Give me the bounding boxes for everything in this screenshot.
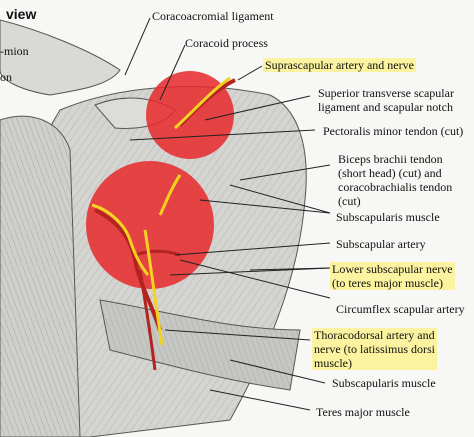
label-biceps-line1: Biceps brachii tendon <box>338 152 443 166</box>
label-suprascapular-artery-nerve: Suprascapular artery and nerve <box>263 58 416 72</box>
label-biceps-line3: coracobrachialis tendon <box>338 180 453 194</box>
label-thoracodorsal: Thoracodorsal artery and nerve (to latis… <box>312 328 437 370</box>
arm-muscle-fibers <box>0 116 80 437</box>
label-subscapular-artery: Subscapular artery <box>336 237 426 251</box>
acromion <box>0 19 121 96</box>
label-circumflex-scapular-artery: Circumflex scapular artery <box>336 302 465 316</box>
partial-label-tendon: on <box>0 70 12 84</box>
thoracodorsal-nerve-line <box>143 229 164 346</box>
thoracodorsal-artery-vessel <box>138 269 157 371</box>
label-biceps-line4: (cut) <box>338 194 361 208</box>
label-coracoid-process: Coracoid process <box>185 36 268 50</box>
view-title: view <box>6 6 37 22</box>
subscapular-circle <box>86 161 214 289</box>
circumflex-artery-vessel <box>134 249 181 257</box>
subscapular-artery-vessel <box>94 208 162 331</box>
branch-nerve-line <box>158 174 182 216</box>
label-superior-transverse-line1: Superior transverse scapular <box>318 86 454 100</box>
label-subscapularis-lower: Subscapularis muscle <box>332 376 436 390</box>
label-coracoacromial-ligament: Coracoacromial ligament <box>152 9 274 23</box>
suprascapular-nerve <box>173 76 231 130</box>
label-biceps-line2: (short head) (cut) and <box>338 166 442 180</box>
label-teres-major: Teres major muscle <box>316 405 410 419</box>
label-subscapularis-upper: Subscapularis muscle <box>336 210 440 224</box>
lower-subscapular-nerve-line <box>91 203 150 276</box>
label-pectoralis-minor: Pectoralis minor tendon (cut) <box>323 124 464 138</box>
label-lower-subscapular-nerve: Lower subscapular nerve (to teres major … <box>330 262 455 290</box>
leader-lines <box>124 17 331 411</box>
teres-major-fibers <box>100 300 300 390</box>
partial-label-acromion: -mion <box>0 44 29 58</box>
label-superior-transverse-line2: ligament and scapular notch <box>318 100 453 114</box>
